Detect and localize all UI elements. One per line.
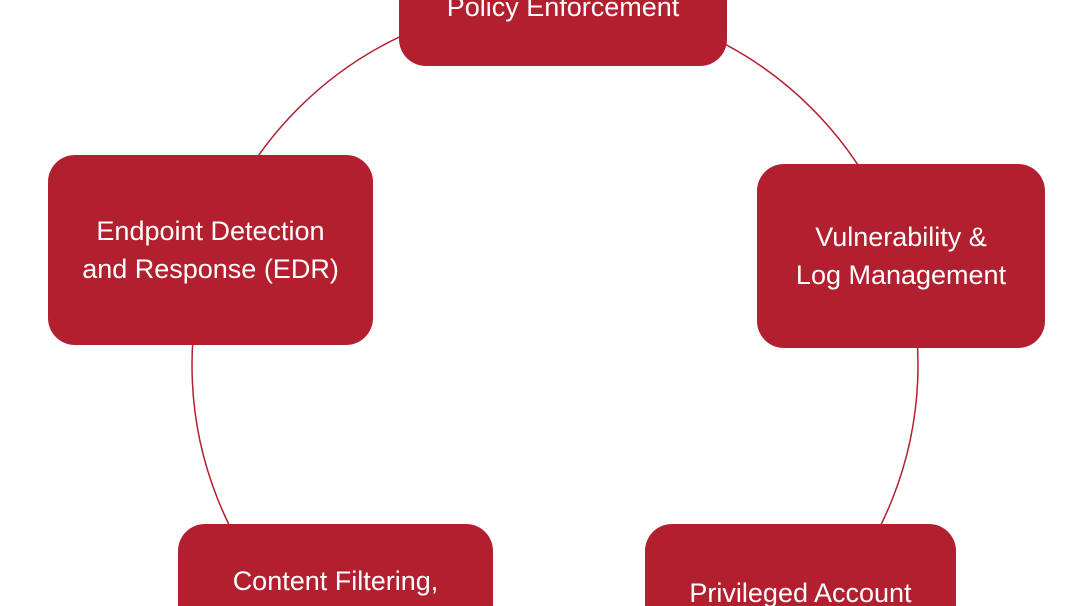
node-endpoint-detection-response: Endpoint Detection and Response (EDR) [48, 155, 373, 345]
node-label-line: Endpoint Detection [96, 216, 325, 246]
node-label-line: Log Management [795, 260, 1007, 290]
node-label-line: Content Filtering, [232, 566, 439, 596]
node-policy-enforcement: Policy Enforcement [399, 0, 727, 66]
node-label-line: Vulnerability & [815, 222, 987, 252]
node-label-line: Privileged Account [689, 578, 912, 606]
node-vulnerability-log-management: Vulnerability & Log Management [757, 164, 1045, 348]
node-label-line: Policy Enforcement [446, 0, 680, 22]
node-content-filtering: Content Filtering, [178, 524, 493, 606]
node-label-line: and Response (EDR) [82, 254, 339, 284]
node-privileged-account: Privileged Account [645, 524, 956, 606]
